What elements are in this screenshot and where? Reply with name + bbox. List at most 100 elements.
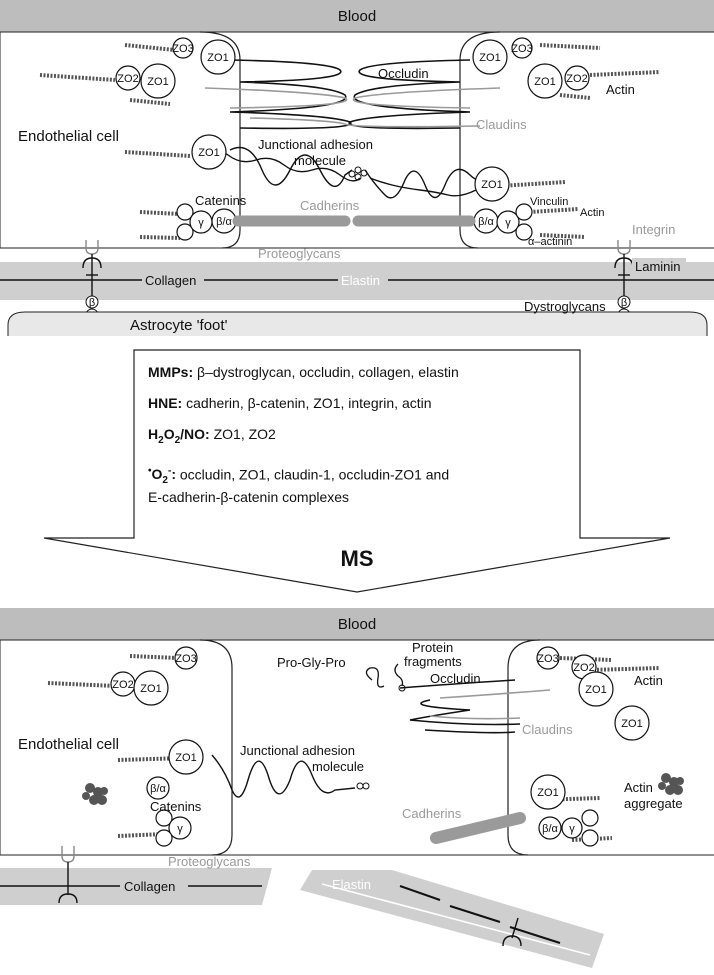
zo-proteins-left (115, 37, 236, 170)
left-cell-membrane-bottom (199, 639, 233, 856)
h2o2-label: H2O2/NO: (148, 426, 210, 446)
right-cell-membrane (459, 31, 501, 249)
occludin-fragments (399, 679, 521, 734)
endothelial-cell-label-top: Endothelial cell (18, 128, 119, 145)
zo1-label-tr3: ZO1 (481, 179, 502, 191)
zo3-label-bl: ZO3 (175, 653, 196, 665)
ms-mechanisms-text: MMPs: β–dystroglycan, occludin, collagen… (148, 364, 568, 520)
beta-dystroglycan-left: β (89, 297, 95, 309)
occludin-loops (229, 59, 471, 130)
zo1-label-tl2: ZO1 (147, 76, 168, 88)
integrin-label: Integrin (632, 222, 675, 237)
gamma-label-bottom-right: γ (569, 823, 575, 835)
catenins-bottom-right (538, 809, 599, 847)
zo1-label-bl2: ZO1 (175, 752, 196, 764)
actin-aggregate-right (658, 773, 684, 795)
cadherin-detached (430, 812, 526, 844)
right-cell-membrane-bottom (507, 639, 541, 856)
catenins-right (473, 203, 533, 241)
zo-proteins-bottom-left (110, 646, 204, 775)
laminin-label: Laminin (635, 259, 681, 274)
top-panel: Blood (0, 0, 714, 336)
zo3-label-tr: ZO3 (511, 43, 532, 55)
zo-proteins-bottom-right (530, 646, 650, 810)
jam-label-line2-top: molecule (294, 153, 346, 168)
dystroglycans-label: Dystroglycans (524, 299, 606, 314)
protein-fragments-line2: fragments (404, 654, 462, 669)
superoxide-line: •O2-: occludin, ZO1, claudin-1, occludin… (148, 463, 568, 506)
blood-bar (0, 0, 714, 32)
zo1-label-tr: ZO1 (479, 52, 500, 64)
occludin-label-top: Occludin (378, 66, 429, 81)
collagen-fragments-bottom (399, 885, 561, 944)
actin-aggregate-line2: aggregate (624, 796, 683, 811)
collagen-label-top: Collagen (145, 273, 196, 288)
actin-label-bottom: Actin (634, 673, 663, 688)
jam-label-line2-bottom: molecule (312, 759, 364, 774)
protein-fragments-line1: Protein (412, 640, 453, 655)
zo2-label-bl: ZO2 (112, 679, 133, 691)
astrocyte-foot (7, 311, 708, 336)
mmps-label: MMPs: (148, 364, 194, 380)
zo3-label-br: ZO3 (537, 653, 558, 665)
zo2-label-tr: ZO2 (566, 73, 587, 85)
collagen-label-bottom: Collagen (124, 879, 175, 894)
beta-alpha-label-bottom-left: β/α (150, 783, 166, 795)
superoxide-label: •O2-: (148, 465, 176, 487)
alpha-actinin-label: α–actinin (528, 236, 572, 248)
catenins-left (176, 203, 237, 241)
ms-arrow (43, 349, 671, 593)
cadherins-label-bottom: Cadherins (402, 806, 462, 821)
hne-text: cadherin, β-catenin, ZO1, integrin, acti… (186, 395, 432, 411)
gamma-label-top-left: γ (198, 217, 204, 229)
zo1-label-tr2: ZO1 (534, 76, 555, 88)
zo1-label-br: ZO1 (585, 684, 606, 696)
mmps-text: β–dystroglycan, occludin, collagen, elas… (197, 364, 459, 380)
claudin-fragments-bottom (429, 689, 551, 720)
actin-label-top2: Actin (580, 207, 604, 219)
ms-label: MS (341, 546, 374, 571)
mmps-line: MMPs: β–dystroglycan, occludin, collagen… (148, 364, 568, 381)
jam-label-line1-bottom: Junctional adhesion (240, 743, 355, 758)
occludin-label-bottom: Occludin (430, 671, 481, 686)
beta-alpha-label-top-left: β/α (216, 216, 232, 228)
actin-filaments (39, 43, 661, 240)
cadherins-label-top: Cadherins (300, 198, 360, 213)
actin-aggregate-left (82, 783, 108, 805)
proteoglycans-label-bottom: Proteoglycans (168, 854, 251, 869)
h2o2-line: H2O2/NO: ZO1, ZO2 (148, 426, 568, 449)
catenins-label-bottom: Catenins (150, 799, 202, 814)
zo1-label-bl: ZO1 (140, 683, 161, 695)
astrocyte-label: Astrocyte 'foot' (130, 317, 228, 334)
left-cell-membrane (199, 31, 241, 249)
jam-label-line1-top: Junctional adhesion (258, 137, 373, 152)
beta-alpha-label-bottom-right: β/α (542, 823, 558, 835)
elastin-label-bottom: Elastin (332, 877, 371, 892)
gamma-label-bottom-left: γ (177, 823, 183, 835)
zo1-label-tl: ZO1 (207, 52, 228, 64)
catenins-bottom-left (146, 776, 192, 847)
elastin-label-top: Elastin (341, 273, 380, 288)
blood-bar-bottom (0, 608, 714, 640)
zo2-label-tl: ZO2 (117, 73, 138, 85)
blood-label-bottom: Blood (338, 616, 376, 633)
zo2-label-br: ZO2 (573, 662, 594, 674)
zo1-label-tl3: ZO1 (198, 147, 219, 159)
hne-label: HNE: (148, 395, 183, 411)
claudins-label-top: Claudins (476, 117, 527, 132)
beta-alpha-label-top-right: β/α (478, 216, 494, 228)
integrin-bottom-right (502, 917, 522, 947)
superoxide-text-line1: occludin, ZO1, claudin-1, occludin-ZO1 a… (179, 466, 450, 483)
catenins-label-top: Catenins (195, 193, 247, 208)
bottom-panel: Blood (0, 608, 714, 968)
claudins-label-bottom: Claudins (522, 722, 573, 737)
actin-label-top: Actin (606, 82, 635, 97)
superoxide-text-line2: E-cadherin-β-catenin complexes (148, 489, 350, 506)
zo1-label-br2: ZO1 (621, 718, 642, 730)
zo1-label-br3: ZO1 (537, 787, 558, 799)
beta-dystroglycan-right: β (621, 297, 627, 309)
endothelial-cell-label-bottom: Endothelial cell (18, 736, 119, 753)
zo3-label-tl: ZO3 (172, 43, 193, 55)
claudin-loops (204, 87, 501, 128)
